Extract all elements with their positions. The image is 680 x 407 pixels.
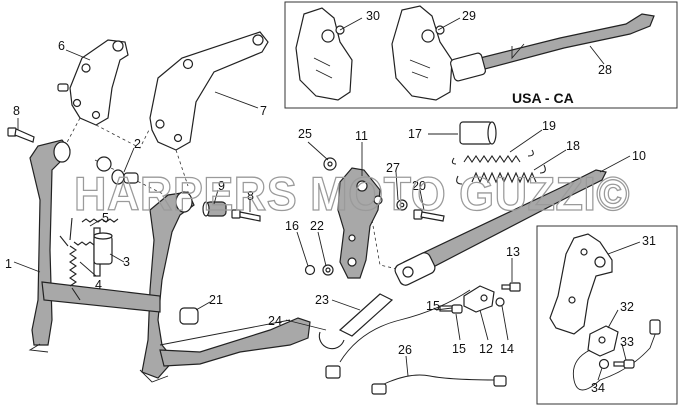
sleeve-17 (459, 121, 497, 145)
assembly-guide-line (175, 149, 189, 187)
callout-5: 5 (102, 211, 109, 225)
callout-8-left: 8 (13, 104, 20, 118)
center-stand-1 (28, 139, 311, 383)
nut-22 (322, 264, 334, 276)
callout-22: 22 (310, 219, 324, 233)
callout-10: 10 (632, 149, 646, 163)
callout-33: 33 (620, 335, 634, 349)
callout-31: 31 (642, 234, 656, 248)
bracket-31 (549, 233, 613, 335)
side-stand-28 (449, 13, 655, 82)
screw-33 (613, 359, 635, 369)
spring-4 (59, 235, 81, 301)
callout-34: 34 (591, 381, 605, 395)
side-stand-10 (394, 169, 607, 286)
leader-lines (13, 17, 641, 381)
washer-14 (495, 297, 505, 307)
callout-12: 12 (479, 342, 493, 356)
callout-17: 17 (408, 127, 422, 141)
bracket-30 (295, 7, 353, 101)
bracket-29 (391, 5, 453, 101)
sleeve-3 (93, 232, 113, 265)
callout-11: 11 (355, 129, 368, 143)
callout-15-lower: 15 (452, 342, 466, 356)
clamp-24 (318, 331, 345, 350)
washer-25 (323, 157, 337, 171)
mounting-plate-7 (149, 31, 269, 151)
callout-23: 23 (315, 293, 329, 307)
bracket-11 (337, 167, 383, 279)
callout-29: 29 (462, 9, 476, 23)
callout-3: 3 (123, 255, 130, 269)
callout-16: 16 (285, 219, 299, 233)
bolt-13 (501, 282, 521, 292)
callout-20: 20 (412, 179, 426, 193)
mounting-plate-6 (57, 39, 129, 126)
bushing-2 (96, 156, 139, 185)
region-label-usa-ca: USA - CA (512, 90, 574, 106)
callout-15-upper: 15 (426, 299, 440, 313)
watermark: HARPERS MOTO GUZZI© (74, 167, 630, 220)
bolt-20 (413, 209, 445, 222)
callout-18: 18 (566, 139, 580, 153)
callout-32: 32 (620, 300, 634, 314)
switch-12 (463, 285, 495, 313)
callout-1: 1 (5, 257, 12, 271)
callout-21: 21 (209, 293, 223, 307)
callout-25: 25 (298, 127, 312, 141)
assembly-guide-line (95, 124, 151, 149)
callout-14: 14 (500, 342, 514, 356)
nut-16 (304, 264, 316, 276)
callout-9: 9 (218, 179, 225, 193)
usa-ca-inset-frame (284, 1, 678, 109)
cover-23 (338, 293, 394, 337)
callout-4: 4 (95, 278, 102, 292)
wiring-harness-26 (325, 289, 507, 395)
bushing-9 (202, 201, 227, 217)
callout-6: 6 (58, 39, 65, 53)
washer-27 (396, 199, 408, 211)
bolt-8b (231, 209, 261, 222)
callout-28: 28 (598, 63, 612, 77)
callout-19: 19 (542, 119, 556, 133)
callout-8-right: 8 (247, 189, 254, 203)
bolt-8a (7, 127, 35, 143)
spring-19 (451, 149, 534, 165)
callout-24: 24 (268, 314, 282, 328)
sensor-32 (572, 319, 661, 391)
rubber-pad-21 (179, 307, 199, 325)
callout-27: 27 (386, 161, 400, 175)
washer-34 (598, 358, 610, 370)
callout-13: 13 (506, 245, 520, 259)
spring-18 (456, 164, 546, 185)
callout-7: 7 (260, 104, 267, 118)
callout-26: 26 (398, 343, 412, 357)
sensor-inset-frame (536, 225, 678, 405)
callout-30: 30 (366, 9, 380, 23)
callout-2: 2 (134, 137, 141, 151)
